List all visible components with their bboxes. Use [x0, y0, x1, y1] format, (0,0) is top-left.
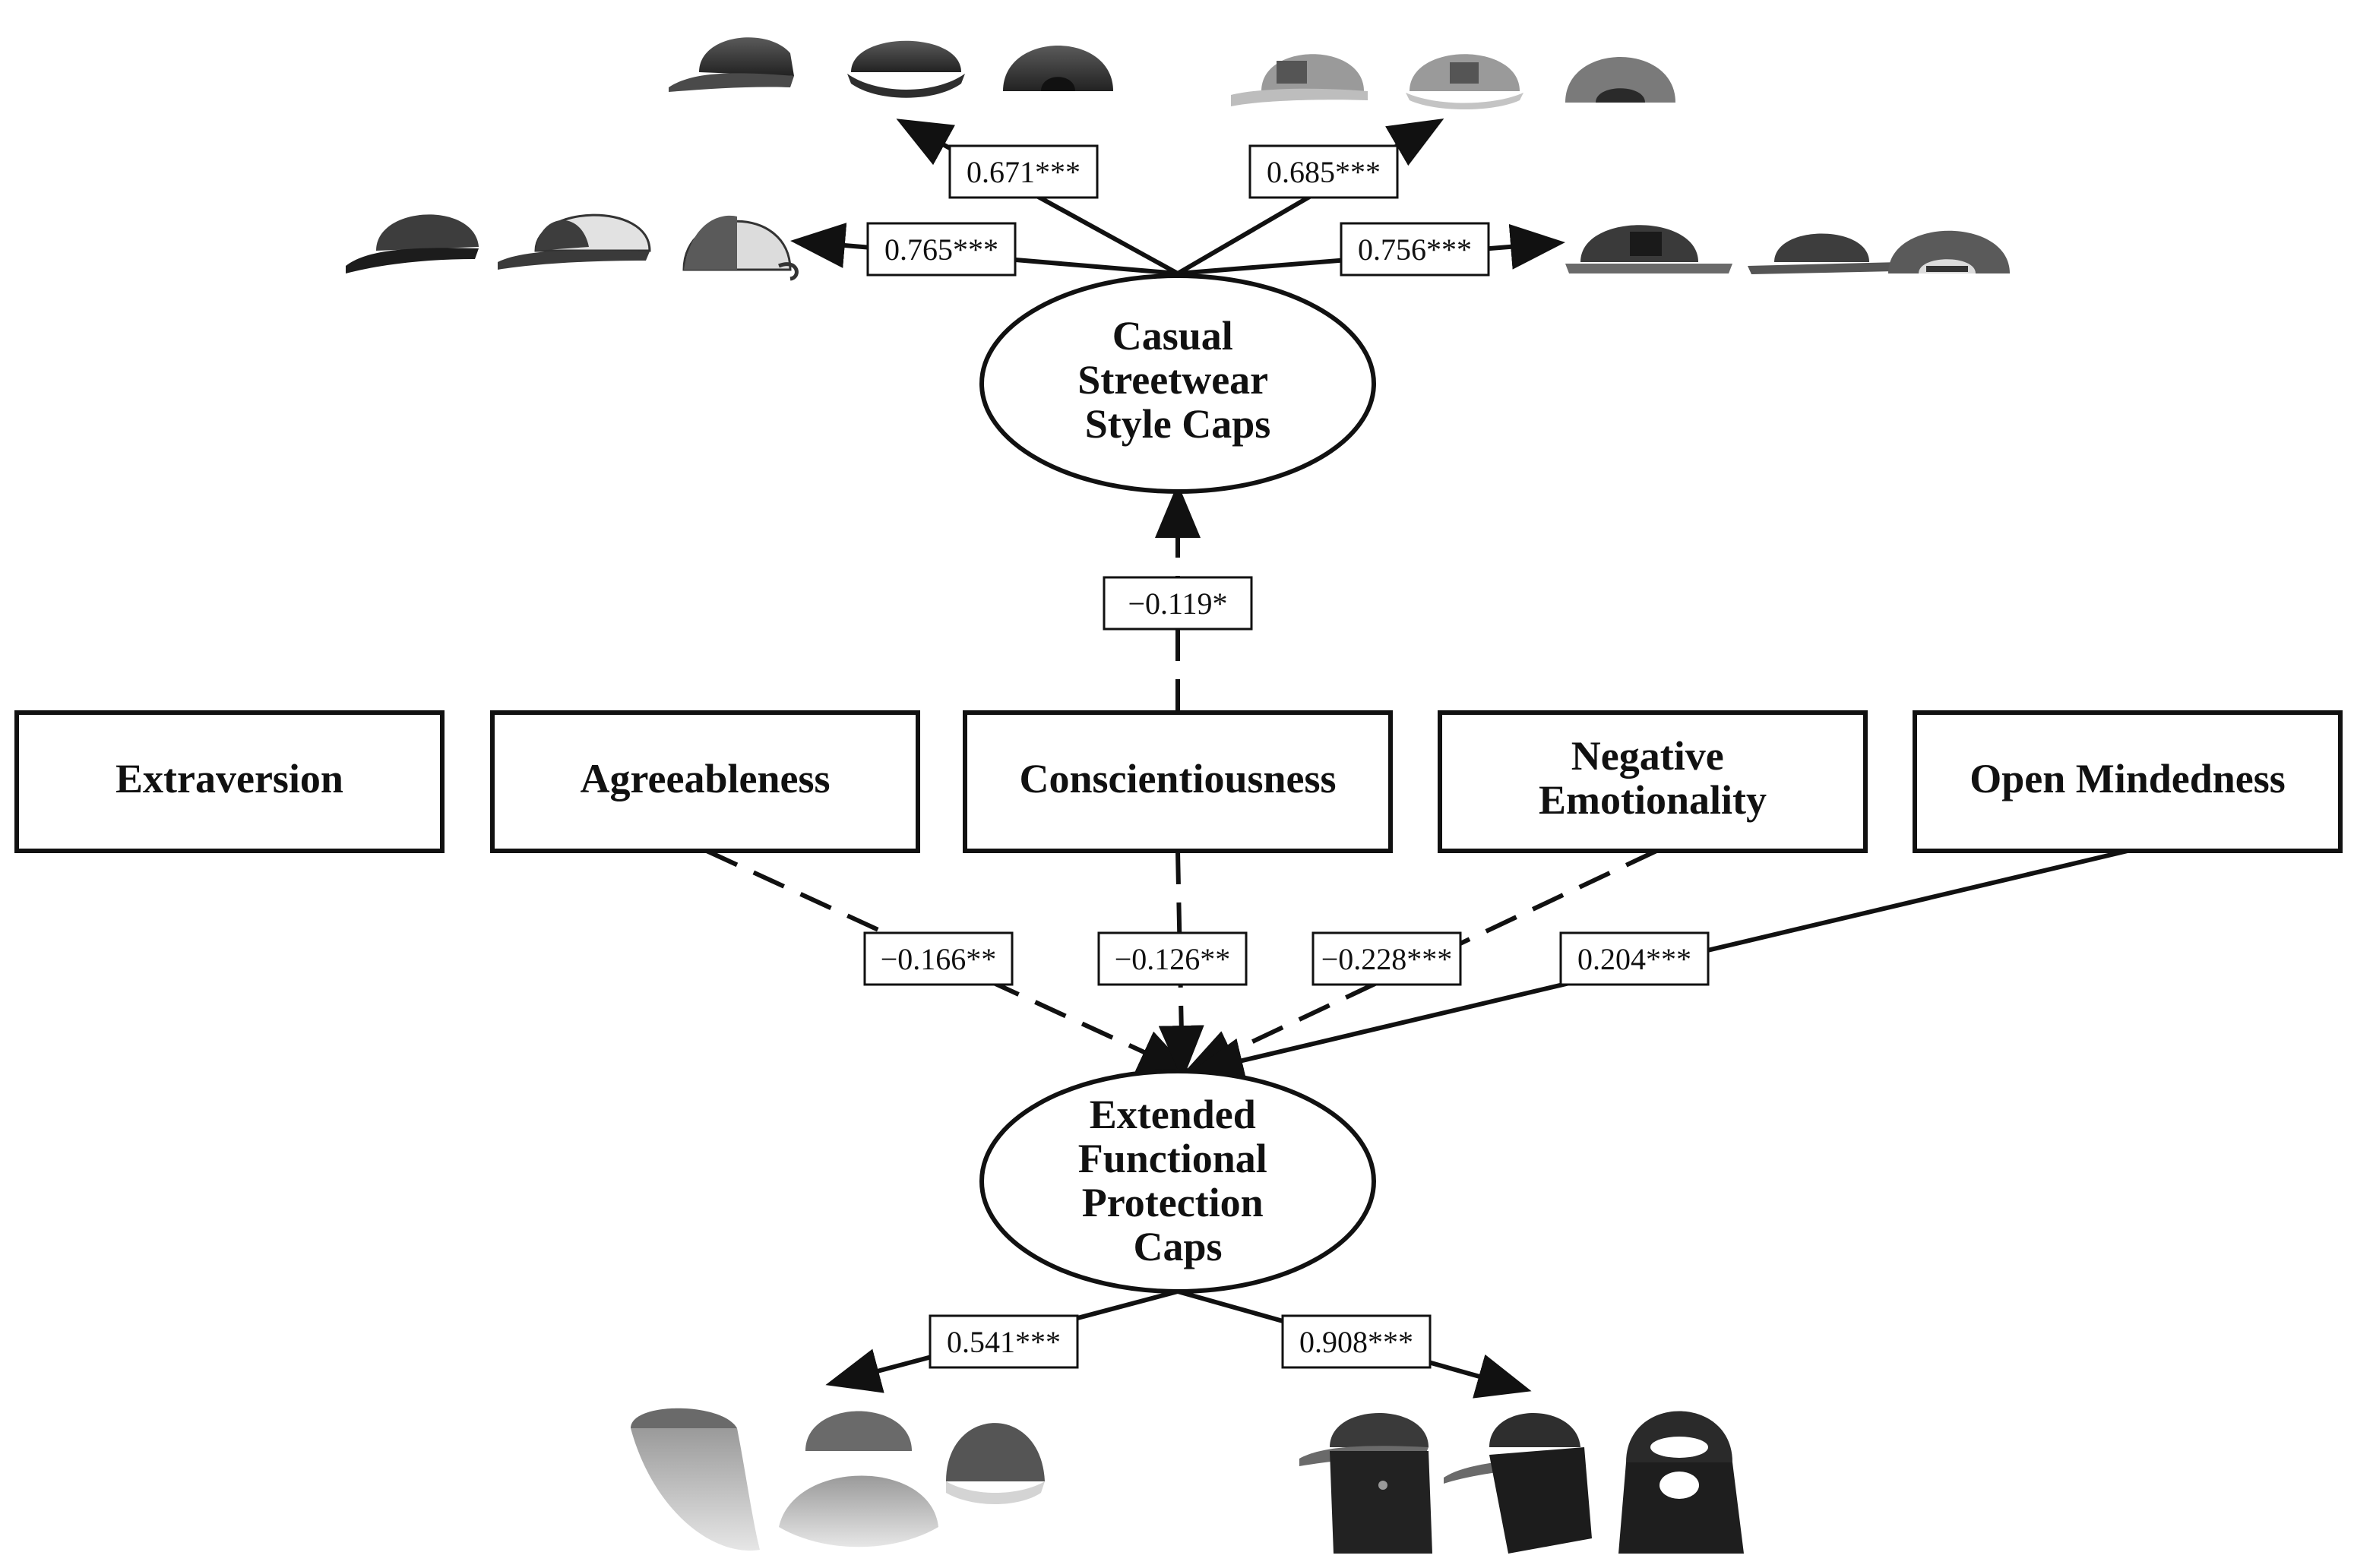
wide-visor-cap-icon	[779, 1411, 938, 1547]
coef-agreeableness-extended: −0.166**	[863, 931, 1014, 986]
coef-label-agreeableness-extended: −0.166**	[881, 942, 997, 976]
trucker-cap-icon	[346, 214, 479, 273]
latent-label-casual-line-2: Streetwear	[1077, 357, 1267, 403]
trait-label-extraversion: Extraversion	[115, 756, 343, 801]
neck-flap-cap-icon	[1444, 1413, 1592, 1554]
coef-box-extended-right	[1281, 1314, 1432, 1369]
latent-label-casual-line-3: Style Caps	[1085, 401, 1271, 447]
trait-open-mindedness: Open Mindedness	[1913, 710, 2343, 853]
coef-extended-right: 0.908***	[1281, 1314, 1432, 1369]
snapback-cap-icon	[1748, 233, 1900, 274]
path-line-negative-emotionality-extended	[1182, 849, 1658, 1076]
trait-box-negative-emotionality	[1438, 710, 1868, 853]
coef-label-open-mindedness-extended: 0.204***	[1577, 942, 1691, 976]
trucker-cap-icon	[682, 215, 799, 281]
wide-visor-cap-group	[631, 1408, 1045, 1551]
latent-extended-functional: Extended Functional Protection Caps	[979, 1069, 1376, 1294]
trait-agreeableness: Agreeableness	[490, 710, 920, 853]
dad-cap-icon	[1003, 46, 1113, 91]
latent-label-casual-line-1: Casual	[1112, 313, 1233, 359]
coef-label-extended-right: 0.908***	[1299, 1325, 1413, 1359]
snapback-cap-icon	[1565, 225, 1732, 273]
coef-box-open-mindedness-extended	[1559, 931, 1710, 986]
trait-extraversion: Extraversion	[14, 710, 445, 853]
coef-casual-upper-left: 0.671***	[948, 144, 1099, 199]
coef-casual-upper-right: 0.685***	[1248, 144, 1399, 199]
trait-box-extraversion	[14, 710, 445, 853]
coef-conscientiousness-casual: −0.119*	[1103, 576, 1253, 631]
coef-box-negative-emotionality-extended	[1311, 931, 1462, 986]
latent-label-casual: Casual Streetwear Style Caps	[1077, 313, 1277, 447]
trait-negative-emotionality: Negative Emotionality	[1438, 710, 1868, 853]
trait-box-open-mindedness	[1913, 710, 2343, 853]
dad-cap-group	[669, 37, 1113, 98]
coef-casual-left: 0.765***	[866, 222, 1017, 277]
trucker-cap-icon	[498, 213, 651, 270]
coef-box-casual-upper-right	[1248, 144, 1399, 199]
coef-label-conscientiousness-casual: −0.119*	[1128, 586, 1227, 621]
snapback-cap-group	[1565, 225, 2010, 274]
coef-negative-emotionality-extended: −0.228***	[1311, 931, 1462, 986]
coef-casual-right: 0.756***	[1340, 222, 1490, 277]
neck-flap-cap-icon	[1299, 1413, 1432, 1554]
coef-box-casual-left	[866, 222, 1017, 277]
latent-label-extended: Extended Functional Protection Caps	[1078, 1092, 1278, 1269]
trait-label-negative-emotionality-line-1: Negative	[1571, 733, 1724, 779]
wide-visor-cap-icon	[631, 1408, 760, 1551]
trait-box-conscientiousness	[963, 710, 1393, 853]
coef-label-conscientiousness-extended: −0.126**	[1115, 942, 1231, 976]
coef-box-agreeableness-extended	[863, 931, 1014, 986]
latent-label-extended-line-4: Caps	[1133, 1224, 1222, 1269]
coef-box-casual-upper-left	[948, 144, 1099, 199]
coef-box-conscientiousness-casual	[1103, 576, 1253, 631]
neck-flap-cap-icon	[1618, 1411, 1744, 1554]
snapback-cap-icon	[1888, 230, 2010, 273]
five-panel-cap-icon	[1565, 57, 1675, 103]
wide-visor-cap-icon	[946, 1423, 1045, 1504]
trait-label-conscientiousness: Conscientiousness	[1019, 756, 1336, 801]
coef-box-conscientiousness-extended	[1097, 931, 1248, 986]
dad-cap-icon	[669, 37, 794, 92]
coef-label-casual-upper-right: 0.685***	[1267, 155, 1381, 189]
trait-label-open-mindedness: Open Mindedness	[1970, 756, 2286, 801]
coef-open-mindedness-extended: 0.204***	[1559, 931, 1710, 986]
latent-label-extended-line-3: Protection	[1082, 1180, 1264, 1225]
coef-conscientiousness-extended: −0.126**	[1097, 931, 1248, 986]
trait-label-negative-emotionality-line-2: Emotionality	[1539, 777, 1767, 823]
trait-label-negative-emotionality: Negative Emotionality	[1539, 733, 1767, 823]
coef-box-extended-left	[929, 1314, 1079, 1369]
coef-extended-left: 0.541***	[929, 1314, 1079, 1369]
latent-label-extended-line-1: Extended	[1090, 1092, 1256, 1137]
coef-label-casual-upper-left: 0.671***	[967, 155, 1080, 189]
latent-ellipse-extended	[979, 1069, 1376, 1294]
trait-conscientiousness: Conscientiousness	[963, 710, 1393, 853]
latent-ellipse-casual	[979, 273, 1376, 494]
coef-label-extended-left: 0.541***	[947, 1325, 1061, 1359]
trucker-cap-group	[346, 213, 799, 281]
latent-casual-streetwear: Casual Streetwear Style Caps	[979, 273, 1376, 494]
five-panel-cap-icon	[1406, 54, 1523, 109]
latent-label-extended-line-2: Functional	[1078, 1136, 1267, 1181]
coef-label-casual-left: 0.765***	[884, 232, 998, 267]
trait-label-agreeableness: Agreeableness	[581, 756, 831, 801]
coef-box-casual-right	[1340, 222, 1490, 277]
five-panel-cap-group	[1231, 54, 1675, 109]
trait-box-agreeableness	[490, 710, 920, 853]
coef-label-casual-right: 0.756***	[1358, 232, 1472, 267]
coef-label-negative-emotionality-extended: −0.228***	[1321, 942, 1453, 976]
dad-cap-icon	[847, 40, 965, 98]
neck-flap-cap-group	[1299, 1411, 1744, 1554]
five-panel-cap-icon	[1231, 54, 1368, 106]
